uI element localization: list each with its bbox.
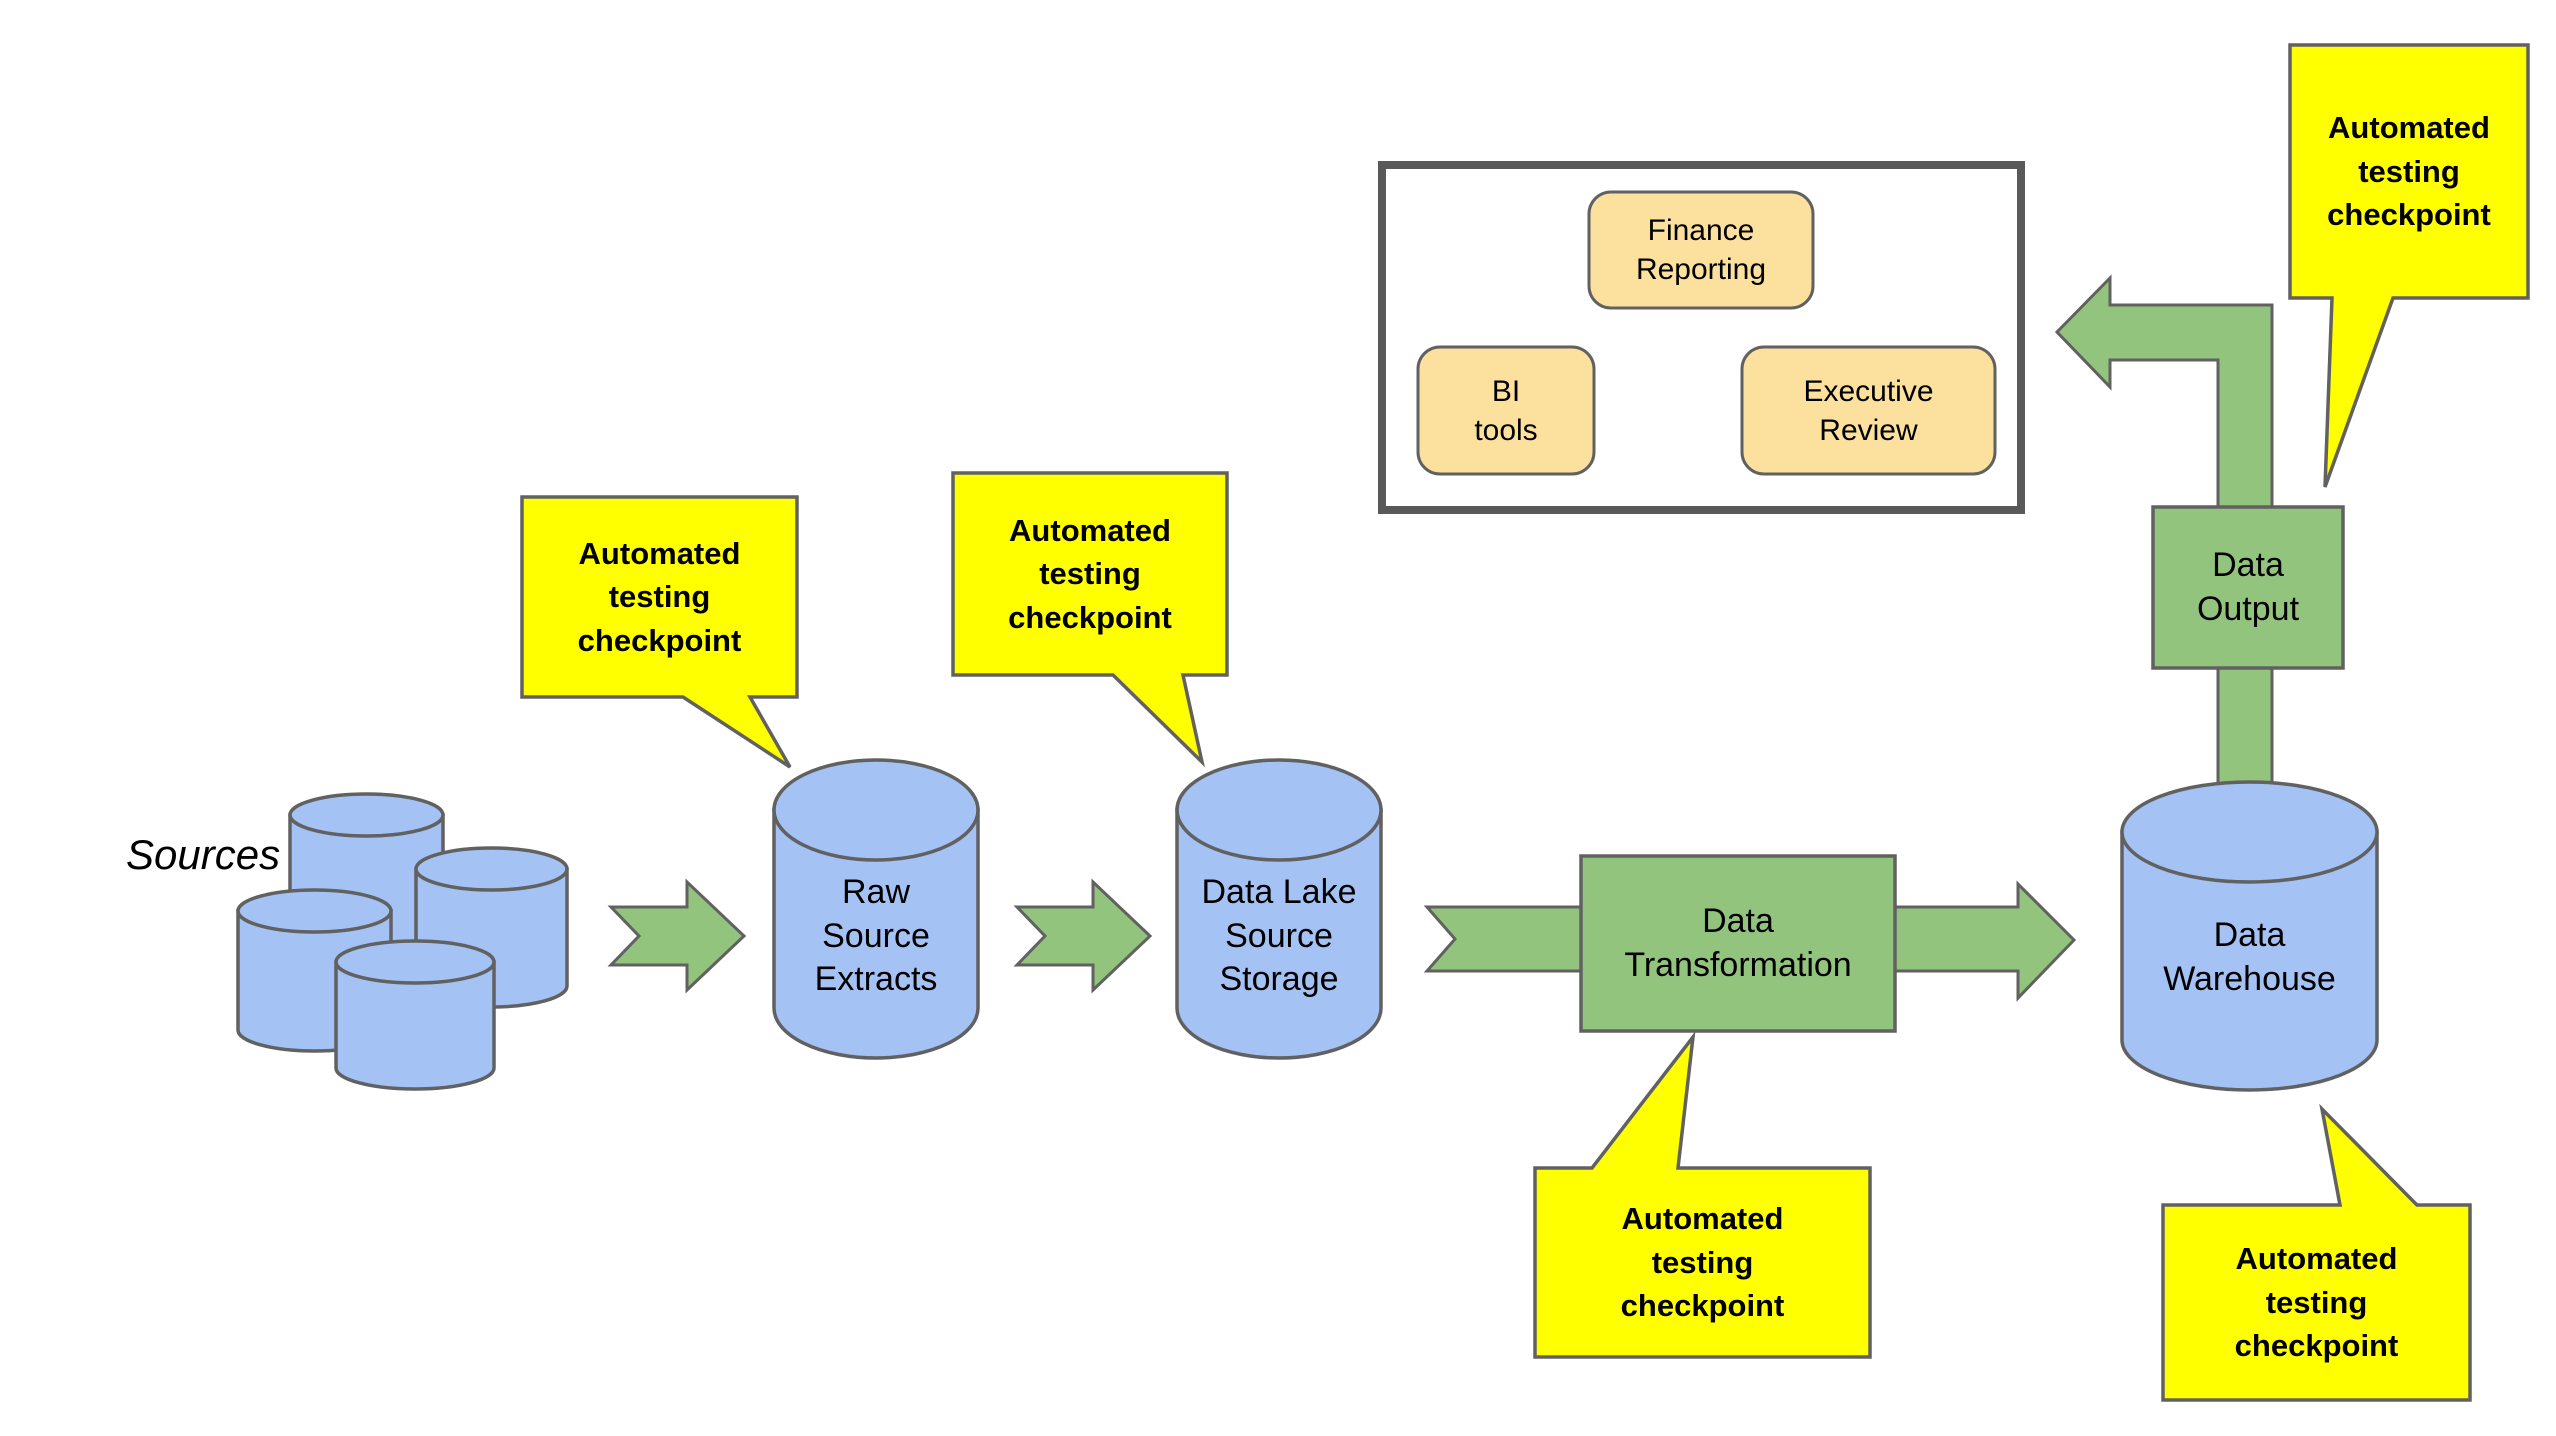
callout-data-lake	[951, 471, 1229, 768]
callout-raw-extracts	[520, 495, 799, 769]
callout-transformation	[1533, 1030, 1872, 1359]
source-cylinder-front	[334, 939, 496, 1091]
sources-label: Sources	[126, 831, 281, 879]
callout-output	[2288, 43, 2530, 488]
executive-review-box	[1740, 345, 1997, 476]
bi-tools-label: BI tools	[1474, 374, 1538, 447]
callout-output-label: Automated testing checkpoint	[2327, 110, 2491, 233]
raw-source-extracts-label: Raw Source Extracts	[814, 873, 938, 999]
arrow-sources-to-raw	[607, 878, 747, 994]
raw-source-extracts-cylinder	[772, 758, 980, 1060]
data-output-label: Data Output	[2196, 545, 2300, 628]
callout-raw-extracts-label: Automated testing checkpoint	[577, 535, 742, 658]
data-lake-source-storage-cylinder	[1175, 758, 1383, 1060]
connector-warehouse-to-output	[2216, 664, 2274, 800]
bi-tools-box	[1416, 345, 1596, 476]
data-warehouse-label: Data Warehouse	[2163, 915, 2336, 998]
finance-reporting-label: Finance Reporting	[1635, 214, 1767, 286]
data-transformation-box	[1579, 854, 1897, 1033]
arrow-raw-to-datalake	[1013, 878, 1153, 994]
callout-transformation-label: Automated testing checkpoint	[1620, 1201, 1785, 1324]
data-output-box	[2151, 505, 2345, 670]
arrow-output-to-consumers	[2054, 274, 2274, 509]
data-warehouse-cylinder	[2120, 780, 2379, 1092]
data-transformation-label: Data Transformation	[1624, 901, 1852, 984]
callout-data-lake-label: Automated testing checkpoint	[1008, 512, 1172, 635]
data-lake-source-storage-label: Data Lake Source Storage	[1201, 873, 1357, 999]
finance-reporting-box	[1587, 190, 1815, 310]
callout-warehouse-label: Automated testing checkpoint	[2234, 1241, 2399, 1364]
executive-review-label: Executive Review	[1803, 374, 1934, 447]
callout-warehouse	[2161, 1103, 2472, 1402]
